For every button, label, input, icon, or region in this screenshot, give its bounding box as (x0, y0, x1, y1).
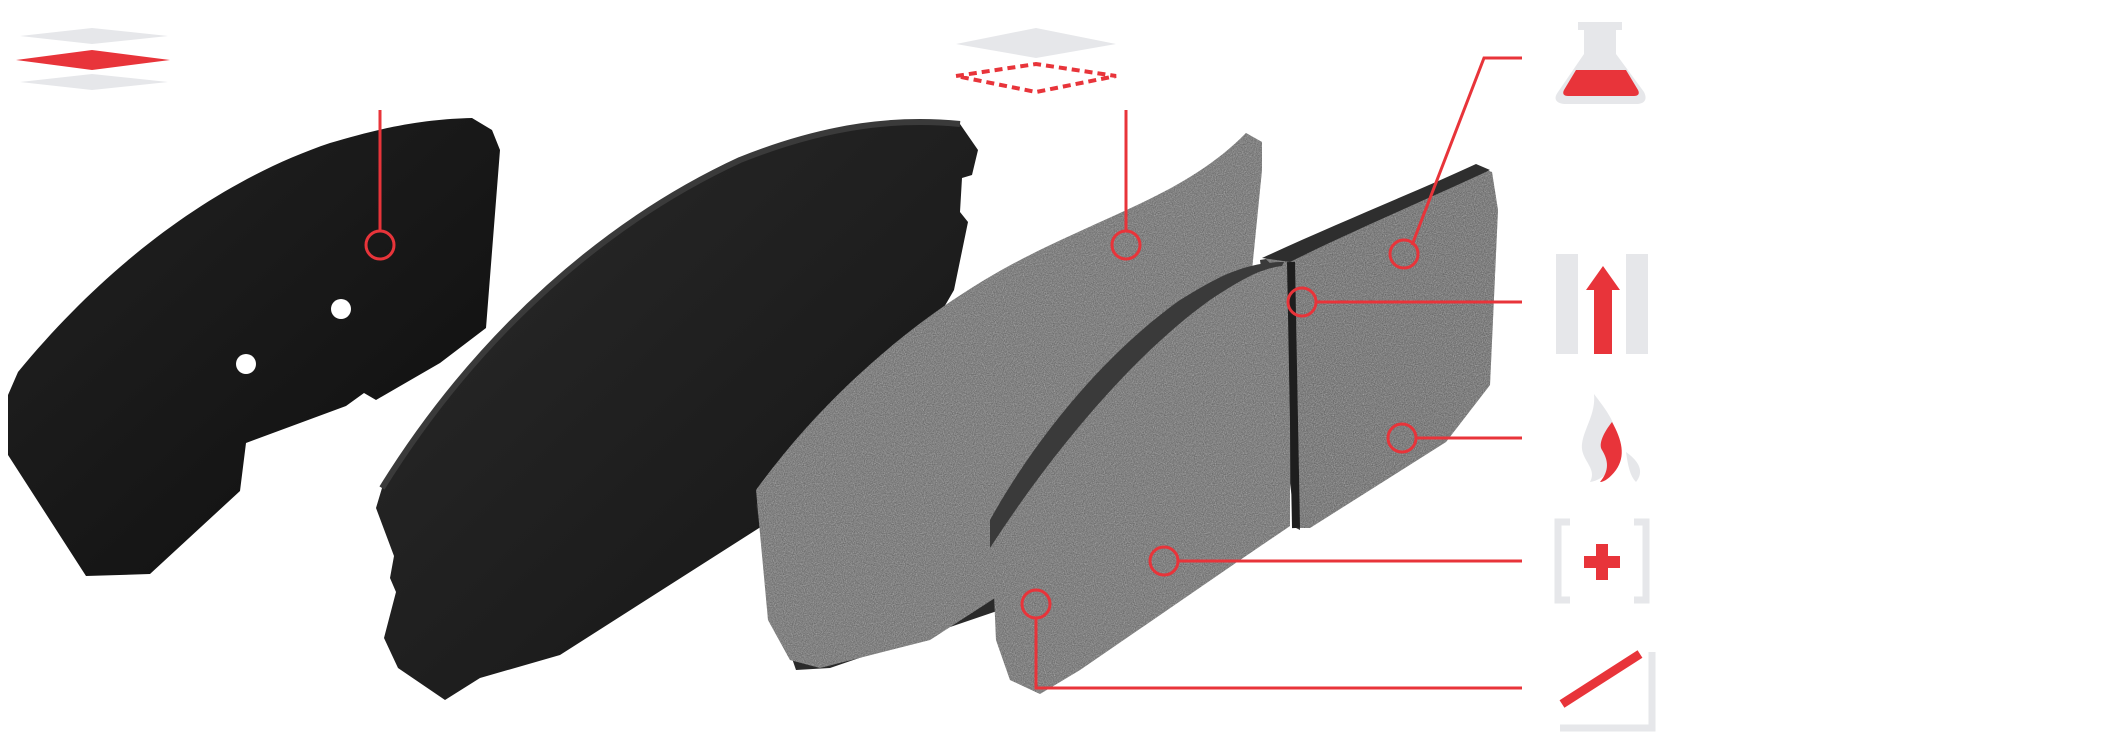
bar-left (1556, 254, 1578, 354)
bracket-plus-icon (1554, 518, 1650, 604)
chamfer-callout-line (1034, 618, 1522, 690)
friction-block-right (1265, 168, 1498, 528)
bracket-right (1634, 518, 1650, 604)
mold-callout-marker (1148, 545, 1180, 577)
flame-icon (1581, 394, 1641, 482)
arrow-up-bars-icon (1556, 254, 1648, 354)
shim-hole-2 (331, 299, 351, 319)
chamfer-icon (1559, 650, 1656, 732)
layers-highlight-icon (16, 28, 170, 90)
layers-bottom-sheet (20, 74, 168, 90)
flame-gray-right (1626, 452, 1641, 482)
layers-top-sheet (20, 28, 168, 44)
compound-callout-marker (1388, 238, 1420, 270)
chamfer-box (1560, 652, 1656, 732)
backing-plate-body (376, 121, 978, 700)
backing-plate-edge (379, 119, 961, 490)
friction-block-left (992, 266, 1290, 694)
callouts (364, 56, 1522, 690)
underlayer (756, 133, 1262, 670)
underlayer-callout-marker (1110, 229, 1142, 261)
flask-liquid (1563, 70, 1639, 96)
shim-hole-1 (236, 354, 256, 374)
flame-red (1600, 422, 1622, 482)
flask-icon (1555, 22, 1646, 104)
layers-middle-sheet (16, 50, 170, 70)
bar-right (1626, 254, 1648, 354)
heat-callout-marker (1386, 422, 1418, 454)
layers-dashed-icon (955, 28, 1117, 95)
plus-horizontal (1584, 556, 1620, 568)
chamfer-slash (1559, 650, 1643, 708)
layers-dashed-sheet (955, 61, 1117, 95)
shim-callout-marker (364, 229, 396, 261)
slot-callout-marker (1286, 286, 1318, 318)
backing-plate (376, 119, 978, 700)
layers-dashed-top-sheet (956, 28, 1116, 58)
underlayer-body (756, 133, 1262, 668)
bracket-left (1554, 518, 1570, 604)
chamfer-callout-marker (1020, 588, 1052, 620)
arrow-shaft (1594, 290, 1612, 354)
compound-callout-line (1410, 56, 1522, 246)
friction-slot (1287, 261, 1300, 529)
arrow-head (1586, 266, 1620, 290)
